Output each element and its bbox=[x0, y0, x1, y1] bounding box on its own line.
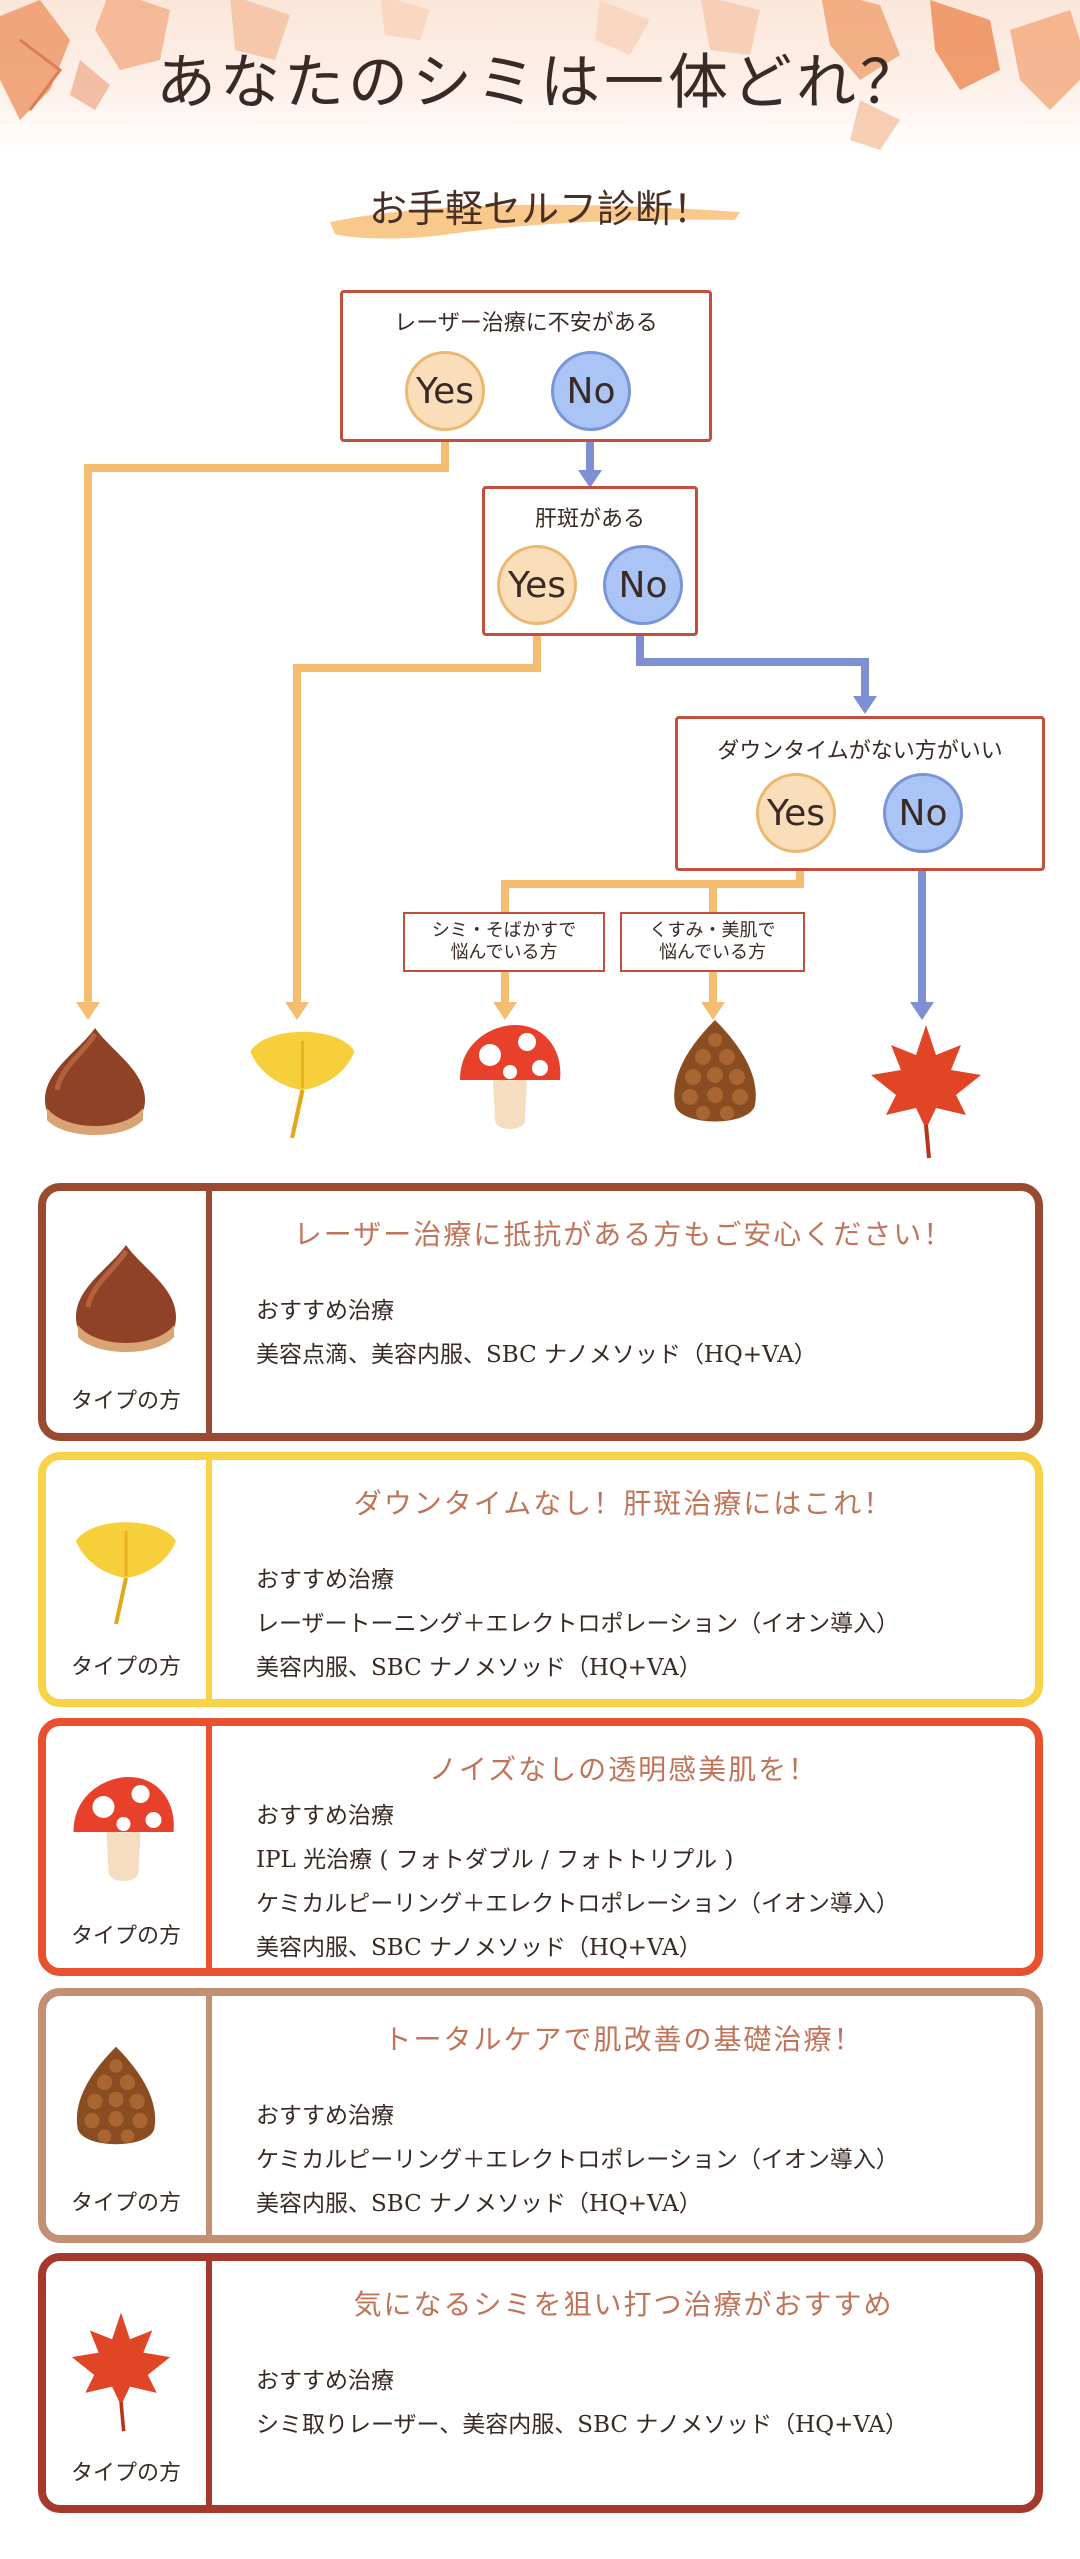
question-text: レーザー治療に不安がある bbox=[394, 311, 658, 336]
card-divider bbox=[206, 1996, 212, 2235]
answer-yes-button[interactable]: Yes bbox=[405, 351, 485, 431]
ginkgo-leaf-icon bbox=[250, 1031, 355, 1139]
question-text: ダウンタイムがない方がいい bbox=[717, 739, 1003, 764]
type-label: タイプの方 bbox=[70, 2191, 181, 2216]
flow-arrow-mushroom bbox=[493, 1002, 517, 1020]
answer-no-button[interactable]: No bbox=[603, 545, 683, 625]
maple-leaf-icon bbox=[871, 1025, 981, 1159]
flow-arrow-q2 bbox=[578, 470, 602, 488]
recommended-label: おすすめ治療 bbox=[256, 2103, 394, 2129]
question-text: 肝斑がある bbox=[534, 507, 645, 532]
recommended-label: おすすめ治療 bbox=[256, 1803, 394, 1829]
treatment-card-chestnut: タイプの方 レーザー治療に抵抗がある方もご安心ください！ おすすめ治療美容点滴、美容… bbox=[38, 1183, 1043, 1441]
ginkgo-leaf-icon bbox=[66, 1506, 186, 1626]
autumn-leaves-decoration bbox=[0, 0, 1080, 150]
flow-arrow-q3 bbox=[853, 696, 877, 714]
treatment-card-pinecone: タイプの方 トータルケアで肌改善の基礎治療！ おすすめ治療ケミカルピーリング＋エレク… bbox=[38, 1988, 1043, 2243]
type-label: タイプの方 bbox=[70, 1655, 181, 1680]
card-heading: ダウンタイムなし！肝斑治療にはこれ！ bbox=[353, 1487, 894, 1520]
brush-stroke-decoration bbox=[330, 204, 740, 239]
flow-arrow-maple bbox=[910, 1002, 934, 1020]
mushroom-icon bbox=[460, 1025, 561, 1129]
treatment-card-ginkgo-leaf: タイプの方 ダウンタイムなし！肝斑治療にはこれ！ おすすめ治療レーザートーニング＋エ… bbox=[38, 1452, 1043, 1707]
treatment-line: ケミカルピーリング＋エレクトロポレーション（イオン導入） bbox=[256, 1891, 899, 1917]
answer-yes-button[interactable]: Yes bbox=[497, 545, 577, 625]
flow-line-q2-yes bbox=[293, 635, 541, 1005]
chestnut-icon bbox=[45, 1028, 145, 1135]
treatment-line: 美容内服、SBC ナノメソッド（HQ+VA） bbox=[256, 1655, 702, 1681]
card-heading: 気になるシミを狙い打つ治療がおすすめ bbox=[353, 2288, 894, 2321]
self-check-subtitle: お手軽セルフ診断！ bbox=[368, 187, 711, 231]
chestnut-icon bbox=[66, 1237, 186, 1357]
flow-line-q1-yes bbox=[84, 440, 449, 1005]
treatment-line: 美容内服、SBC ナノメソッド（HQ+VA） bbox=[256, 2191, 702, 2217]
treatment-card-maple-leaf: タイプの方 気になるシミを狙い打つ治療がおすすめおすすめ治療シミ取りレーザー、美容… bbox=[38, 2253, 1043, 2513]
treatment-line: 美容内服、SBC ナノメソッド（HQ+VA） bbox=[256, 1935, 702, 1961]
flow-lines bbox=[76, 440, 934, 1020]
pinecone-icon bbox=[66, 2042, 186, 2162]
treatment-line: シミ取りレーザー、美容内服、SBC ナノメソッド（HQ+VA） bbox=[256, 2412, 908, 2438]
treatment-line: IPL 光治療 ( フォトダブル / フォトトリプル ) bbox=[256, 1847, 734, 1873]
question-box-laser-anxiety: レーザー治療に不安がある Yes No bbox=[340, 290, 712, 442]
pinecone-icon bbox=[674, 1020, 756, 1122]
treatment-line: 美容点滴、美容内服、SBC ナノメソッド（HQ+VA） bbox=[256, 1342, 817, 1368]
question-box-downtime: ダウンタイムがない方がいい Yes No bbox=[675, 716, 1045, 871]
tag-dullness: くすみ・美肌で 悩んでいる方 bbox=[620, 912, 805, 972]
header-banner: あなたのシミは一体どれ？ bbox=[0, 0, 1080, 150]
recommended-label: おすすめ治療 bbox=[256, 2368, 394, 2394]
treatment-line: レーザートーニング＋エレクトロポレーション（イオン導入） bbox=[256, 1611, 900, 1637]
page-title: あなたのシミは一体どれ？ bbox=[156, 48, 924, 118]
treatment-line: ケミカルピーリング＋エレクトロポレーション（イオン導入） bbox=[256, 2147, 899, 2173]
tag-line: シミ・そばかすで bbox=[431, 920, 577, 941]
type-label: タイプの方 bbox=[70, 1389, 181, 1414]
card-heading: ノイズなしの透明感美肌を！ bbox=[428, 1753, 819, 1786]
card-heading: トータルケアで肌改善の基礎治療！ bbox=[383, 2023, 864, 2056]
tag-line: 悩んでいる方 bbox=[658, 942, 767, 963]
card-divider bbox=[206, 1726, 212, 1968]
question-box-melasma: 肝斑がある Yes No bbox=[482, 486, 698, 636]
flow-arrow-pinecone bbox=[701, 1002, 725, 1020]
type-label: タイプの方 bbox=[70, 2461, 181, 2486]
tag-spots-freckles: シミ・そばかすで 悩んでいる方 bbox=[403, 912, 605, 972]
tag-line: 悩んでいる方 bbox=[450, 942, 558, 963]
card-divider bbox=[206, 1460, 212, 1699]
mushroom-icon bbox=[66, 1772, 186, 1892]
flow-arrow-chestnut bbox=[76, 1002, 100, 1020]
card-divider bbox=[206, 1191, 212, 1433]
tag-line: くすみ・美肌で bbox=[649, 920, 776, 941]
card-divider bbox=[206, 2261, 212, 2505]
recommended-label: おすすめ治療 bbox=[256, 1567, 394, 1593]
flow-line-q2-no bbox=[636, 635, 869, 698]
answer-no-button[interactable]: No bbox=[551, 351, 631, 431]
card-heading: レーザー治療に抵抗がある方もご安心ください！ bbox=[293, 1218, 954, 1251]
answer-no-button[interactable]: No bbox=[883, 773, 963, 853]
maple-leaf-icon bbox=[66, 2308, 186, 2432]
recommended-label: おすすめ治療 bbox=[256, 1298, 394, 1324]
type-label: タイプの方 bbox=[70, 1924, 181, 1949]
answer-yes-button[interactable]: Yes bbox=[756, 773, 836, 853]
flow-arrow-ginkgo bbox=[285, 1002, 309, 1020]
treatment-card-mushroom: タイプの方 ノイズなしの透明感美肌を！ おすすめ治療 IPL 光治療 ( フォトダブル… bbox=[38, 1718, 1043, 1976]
